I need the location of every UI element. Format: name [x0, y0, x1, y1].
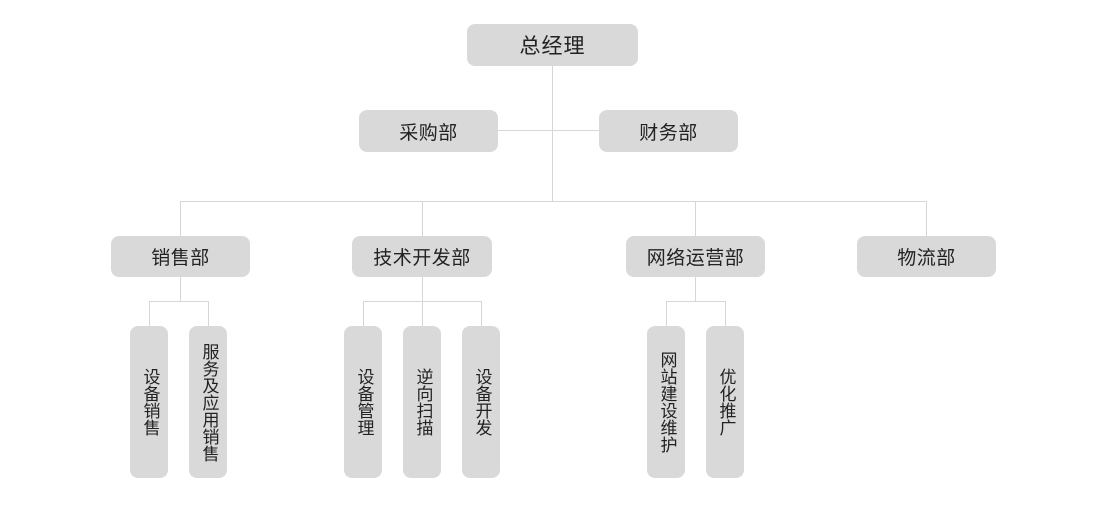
node-label: 优化推广 [715, 368, 736, 436]
node-website-maintenance: 网站建设维护 [647, 326, 685, 478]
connector-department-bar [180, 201, 926, 202]
connector-network-child-2 [725, 301, 726, 326]
node-general-manager: 总经理 [467, 24, 638, 66]
connector-network-child-1 [666, 301, 667, 326]
node-purchasing: 采购部 [359, 110, 498, 152]
connector-tech-child-1 [363, 301, 364, 326]
node-tech-development: 技术开发部 [352, 236, 492, 277]
connector-tech-child-2 [422, 301, 423, 326]
node-label: 总经理 [519, 34, 586, 58]
node-service-application-sales: 服务及应用销售 [189, 326, 227, 478]
connector-tech-child-3 [481, 301, 482, 326]
connector-tech-stem [422, 277, 423, 302]
node-label: 销售部 [151, 247, 210, 269]
node-label: 物流部 [897, 247, 956, 269]
node-finance: 财务部 [599, 110, 738, 152]
node-equipment-sales: 设备销售 [130, 326, 168, 478]
node-equipment-development: 设备开发 [462, 326, 500, 478]
connector-ceo-trunk [552, 66, 553, 202]
node-equipment-management: 设备管理 [344, 326, 382, 478]
node-label: 服务及应用销售 [198, 342, 219, 462]
connector-staff-bar [498, 130, 599, 131]
connector-network-stem [695, 277, 696, 302]
node-label: 网站建设维护 [656, 351, 677, 453]
connector-logistics-drop [926, 201, 927, 236]
connector-sales-stem [180, 277, 181, 302]
node-label: 网络运营部 [646, 247, 745, 269]
connector-network-drop [695, 201, 696, 236]
connector-sales-child-1 [149, 301, 150, 326]
node-logistics: 物流部 [857, 236, 996, 277]
connector-sales-bar [149, 301, 209, 302]
connector-sales-drop [180, 201, 181, 236]
node-sales: 销售部 [111, 236, 250, 277]
node-label: 设备开发 [471, 368, 492, 436]
node-label: 设备销售 [139, 368, 160, 436]
node-label: 逆向扫描 [412, 368, 433, 436]
node-label: 设备管理 [353, 368, 374, 436]
node-reverse-scanning: 逆向扫描 [403, 326, 441, 478]
node-network-operations: 网络运营部 [626, 236, 765, 277]
node-label: 采购部 [399, 121, 458, 144]
node-optimization-promotion: 优化推广 [706, 326, 744, 478]
node-label: 技术开发部 [373, 247, 471, 269]
node-label: 财务部 [639, 121, 698, 144]
connector-network-bar [666, 301, 726, 302]
connector-tech-drop [422, 201, 423, 236]
connector-sales-child-2 [208, 301, 209, 326]
